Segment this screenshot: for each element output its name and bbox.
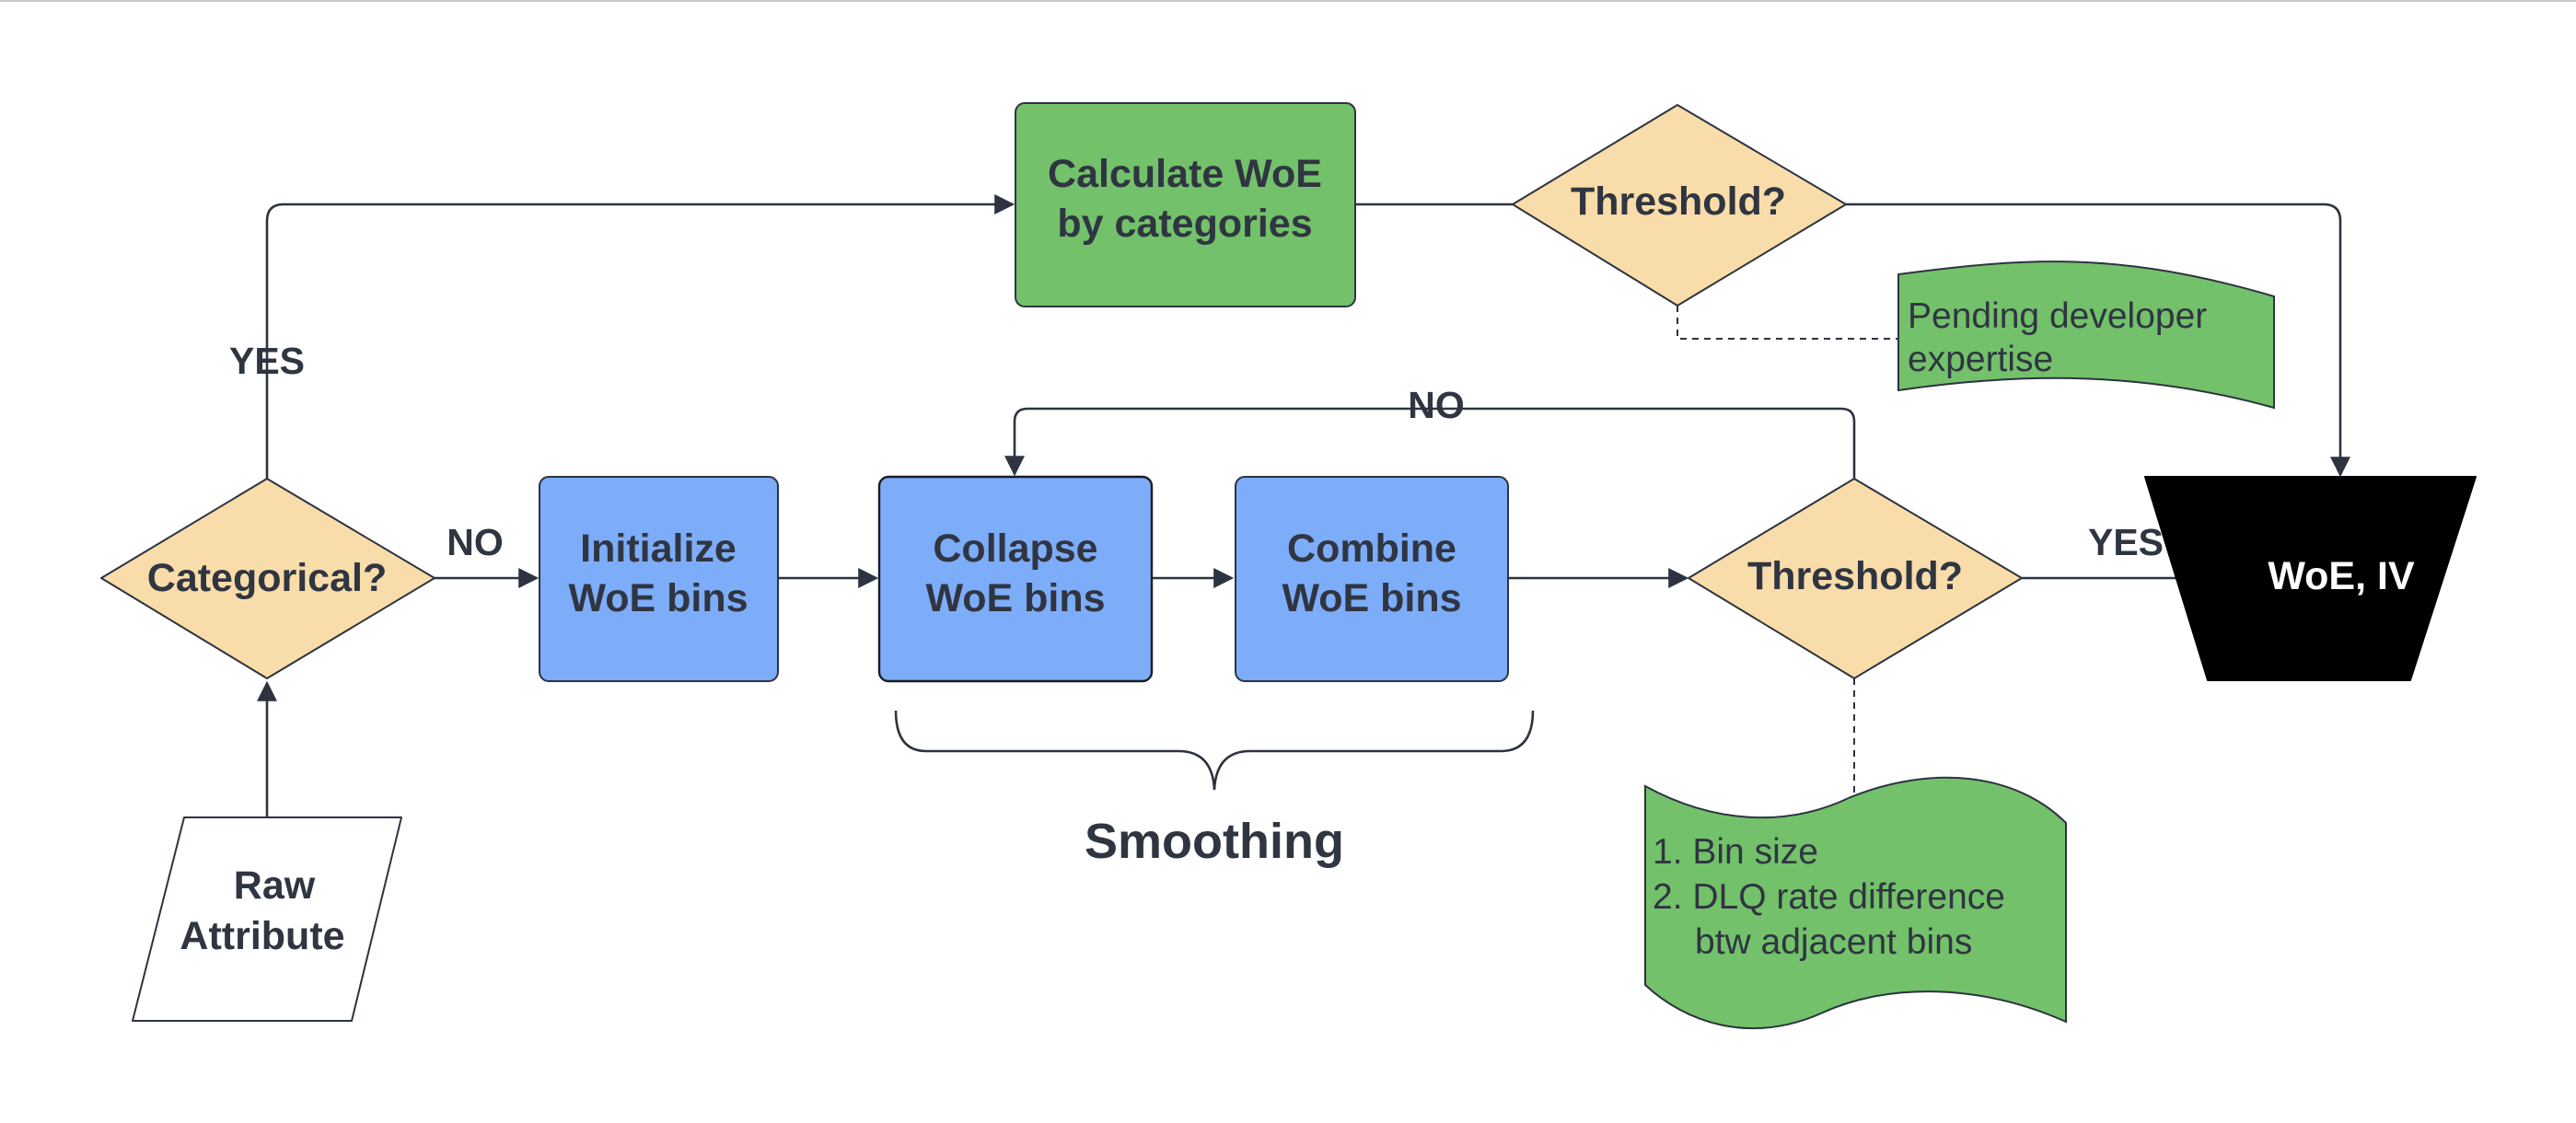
decision-categorical-shape [100,478,435,679]
process-initialize-line2: WoE bins [568,576,748,620]
dashed-connector-pending [1677,306,1898,340]
process-initialize-line1: Initialize [580,527,737,571]
note-criteria-line2: 2. DLQ rate difference [1653,877,2005,917]
process-combine-woe-bins: Combine WoE bins [1235,476,1509,682]
process-calculate-woe-line1: Calculate WoE [1048,152,1322,196]
output-woe-iv: WoE, IV [2144,476,2477,681]
edge-threshold-top-to-output [1846,203,2350,478]
process-calculate-woe-shape [1015,102,1356,307]
output-woe-iv-shape [2144,476,2477,681]
smoothing-brace [894,710,1535,791]
process-collapse-line2: WoE bins [925,576,1105,620]
decision-categorical: Categorical? [100,478,435,679]
edge-categorical-yes [265,194,1015,479]
note-criteria-line3: btw adjacent bins [1695,922,1972,962]
process-calculate-woe: Calculate WoE by categories [1015,102,1356,307]
decision-threshold-top-shape [1512,104,1847,307]
process-collapse-shape [877,475,1154,683]
note-criteria-shape [1644,776,2067,1030]
label-threshold-yes: YES [2088,521,2164,563]
note-pending-expertise: Pending developer expertise [1897,260,2275,410]
decision-threshold-mid-label: Threshold? [1747,554,1963,598]
process-combine-line2: WoE bins [1282,576,1461,620]
output-woe-iv-label: WoE, IV [2268,554,2415,598]
decision-threshold-mid-shape [1688,478,2023,679]
input-raw-attribute-shape [132,816,402,1022]
top-border [0,0,2576,2]
note-pending-shape [1897,260,2275,410]
decision-threshold-top: Threshold? [1512,104,1847,307]
label-categorical-no: NO [447,521,504,563]
label-categorical-yes: YES [229,340,305,382]
note-pending-line1: Pending developer [1908,296,2207,336]
group-label-smoothing: Smoothing [1085,814,1344,869]
input-raw-attribute-line1: Raw [234,863,316,908]
process-initialize-shape [539,476,779,682]
input-raw-attribute: Raw Attribute [132,816,402,1022]
decision-categorical-label: Categorical? [147,556,387,600]
note-pending-line2: expertise [1908,340,2053,379]
process-initialize-woe-bins: Initialize WoE bins [539,476,779,682]
decision-threshold-top-label: Threshold? [1571,179,1786,224]
process-combine-shape [1235,476,1509,682]
edge-threshold-no-loop [1004,407,1856,479]
note-threshold-criteria: 1. Bin size 2. DLQ rate difference btw a… [1644,776,2067,1030]
label-threshold-no: NO [1408,384,1465,426]
process-collapse-line1: Collapse [933,527,1097,571]
process-collapse-woe-bins: Collapse WoE bins [877,475,1154,683]
process-calculate-woe-line2: by categories [1057,202,1312,246]
process-combine-line1: Combine [1287,527,1456,571]
note-criteria-line1: 1. Bin size [1653,832,1818,872]
input-raw-attribute-line2: Attribute [180,914,344,958]
decision-threshold-mid: Threshold? [1688,478,2023,679]
